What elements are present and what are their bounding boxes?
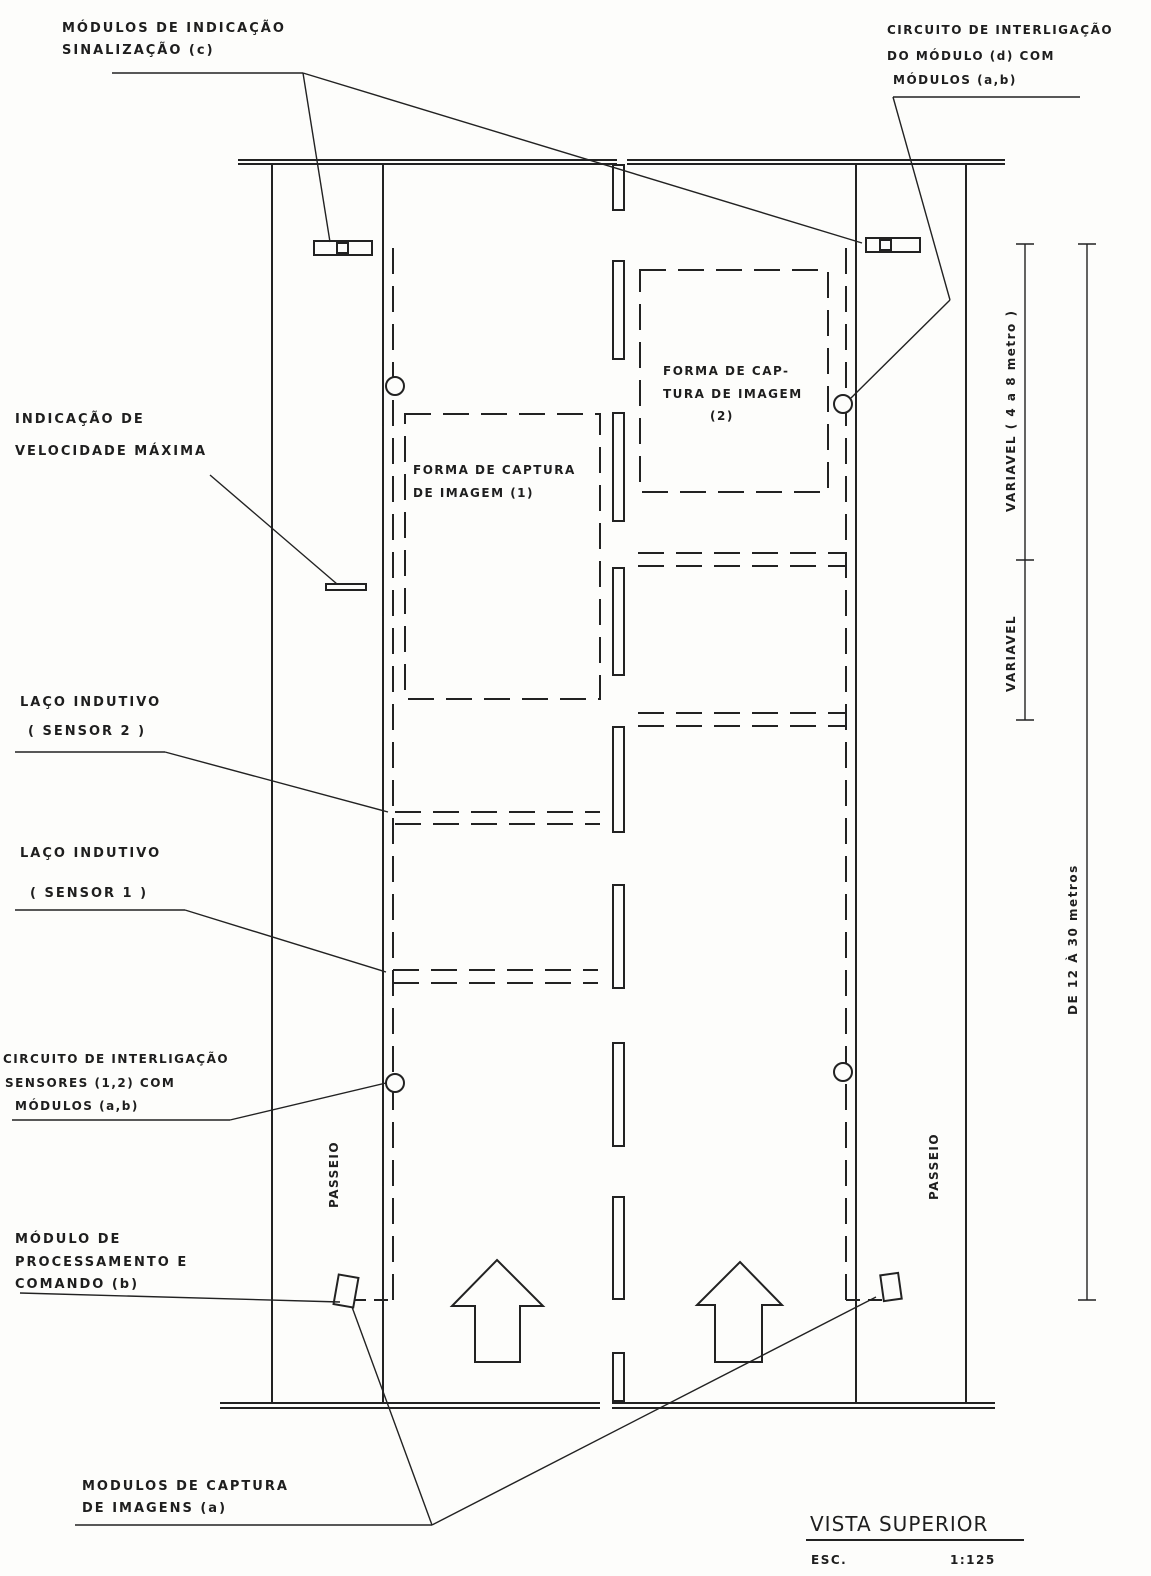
signal-module-icon bbox=[336, 242, 349, 254]
leader-sensor2 bbox=[164, 751, 389, 813]
label-line: DE IMAGENS (a) bbox=[82, 1501, 227, 1516]
label-line: MÓDULOS (a,b) bbox=[893, 72, 1017, 87]
speed-sign bbox=[325, 583, 367, 591]
speed-indicator bbox=[325, 583, 367, 591]
inductive-loops bbox=[393, 552, 845, 984]
label-line: ( SENSOR 2 ) bbox=[28, 724, 146, 739]
label-circuito-modulo-d: CIRCUITO DE INTERLIGAÇÃO DO MÓDULO (d) C… bbox=[887, 22, 1113, 87]
label-line: LAÇO INDUTIVO bbox=[20, 695, 161, 710]
signal-modules bbox=[313, 237, 921, 256]
road-structure bbox=[220, 159, 1005, 1409]
lane-dash bbox=[612, 1196, 625, 1300]
label-line: INDICAÇÃO DE bbox=[15, 411, 145, 427]
label-dimension-variavel-mid: VARIAVEL bbox=[1004, 615, 1018, 692]
label-forma-captura-1: FORMA DE CAPTURA DE IMAGEM (1) bbox=[413, 463, 576, 500]
leader-modulos-indicacao-left bbox=[302, 72, 331, 243]
label-indicacao-velocidade: INDICAÇÃO DE VELOCIDADE MÁXIMA bbox=[15, 411, 207, 459]
label-line: TURA DE IMAGEM bbox=[663, 387, 803, 401]
label-line: (2) bbox=[710, 409, 734, 423]
camera-module-right bbox=[879, 1271, 903, 1303]
lane-dash bbox=[612, 412, 625, 522]
label-line: MÓDULOS DE INDICAÇÃO bbox=[62, 20, 286, 36]
label-modulos-captura: MODULOS DE CAPTURA DE IMAGENS (a) bbox=[82, 1479, 289, 1516]
center-lane-markings bbox=[612, 164, 625, 1402]
label-laco-sensor2: LAÇO INDUTIVO ( SENSOR 2 ) bbox=[20, 695, 161, 739]
leader-captura-right bbox=[431, 1296, 877, 1526]
label-passeio-right: PASSEIO bbox=[927, 1133, 941, 1200]
leader-circuito-d-b bbox=[850, 299, 951, 399]
junction-node bbox=[833, 394, 853, 414]
leader-sensor1 bbox=[184, 909, 387, 973]
label-line: SINALIZAÇÃO (c) bbox=[62, 42, 215, 58]
camera-modules bbox=[332, 1271, 903, 1309]
label-passeio-left: PASSEIO bbox=[327, 1141, 341, 1208]
label-line: MODULOS DE CAPTURA bbox=[82, 1479, 289, 1494]
capture-zone-1 bbox=[404, 413, 601, 700]
label-forma-captura-2: FORMA DE CAP- TURA DE IMAGEM (2) bbox=[663, 364, 803, 423]
title-block: VISTA SUPERIOR ESC. 1:125 bbox=[806, 1512, 1024, 1567]
scale-value: 1:125 bbox=[950, 1553, 996, 1567]
traffic-direction-arrow-icon bbox=[694, 1260, 785, 1363]
label-dimension-total: DE 12 À 30 metros bbox=[1065, 864, 1080, 1015]
label-circuito-sensores: CIRCUITO DE INTERLIGAÇÃO SENSORES (1,2) … bbox=[3, 1051, 229, 1113]
junction-node bbox=[385, 1073, 405, 1093]
junction-node bbox=[385, 376, 405, 396]
junction-node bbox=[833, 1062, 853, 1082]
scale-label: ESC. bbox=[811, 1553, 847, 1567]
leader-processamento bbox=[19, 1292, 341, 1303]
leader-velocidade bbox=[209, 474, 338, 585]
leader-circuito-sensores bbox=[229, 1082, 387, 1121]
camera-module-left bbox=[332, 1273, 360, 1309]
label-line: PROCESSAMENTO E bbox=[15, 1255, 188, 1270]
traffic-direction-arrow-icon bbox=[449, 1258, 546, 1363]
label-line: COMANDO (b) bbox=[15, 1277, 139, 1292]
capture-zone-2 bbox=[639, 269, 829, 493]
lane-dash bbox=[612, 567, 625, 676]
label-line: FORMA DE CAPTURA bbox=[413, 463, 576, 477]
lane-dash bbox=[612, 1352, 625, 1402]
view-title: VISTA SUPERIOR bbox=[810, 1512, 988, 1536]
label-modulo-processamento: MÓDULO DE PROCESSAMENTO E COMANDO (b) bbox=[15, 1231, 188, 1292]
label-line: DO MÓDULO (d) COM bbox=[887, 48, 1055, 63]
label-line: CIRCUITO DE INTERLIGAÇÃO bbox=[3, 1051, 229, 1066]
label-line: DE IMAGEM (1) bbox=[413, 486, 534, 500]
lane-dash bbox=[612, 1042, 625, 1147]
label-line: MÓDULOS (a,b) bbox=[15, 1098, 139, 1113]
lane-dash bbox=[612, 164, 625, 211]
label-line: ( SENSOR 1 ) bbox=[30, 886, 148, 901]
dimension-lines bbox=[1016, 243, 1096, 1301]
lane-dash bbox=[612, 260, 625, 360]
label-line: CIRCUITO DE INTERLIGAÇÃO bbox=[887, 22, 1113, 37]
label-line: SENSORES (1,2) COM bbox=[5, 1076, 175, 1090]
leader-circuito-d-a bbox=[892, 96, 951, 301]
signal-module-icon bbox=[879, 239, 892, 251]
label-line: VELOCIDADE MÁXIMA bbox=[15, 443, 207, 459]
lane-dash bbox=[612, 726, 625, 833]
leader-lines bbox=[12, 72, 1080, 1526]
label-laco-sensor1: LAÇO INDUTIVO ( SENSOR 1 ) bbox=[20, 846, 161, 901]
leader-captura-left bbox=[351, 1306, 433, 1526]
label-line: MÓDULO DE bbox=[15, 1231, 121, 1247]
label-line: LAÇO INDUTIVO bbox=[20, 846, 161, 861]
lane-dash bbox=[612, 884, 625, 989]
label-modulos-indicacao: MÓDULOS DE INDICAÇÃO SINALIZAÇÃO (c) bbox=[62, 20, 286, 58]
interconnection-circuits bbox=[352, 248, 885, 1301]
label-line: FORMA DE CAP- bbox=[663, 364, 790, 378]
leader-modulos-indicacao-right bbox=[302, 72, 863, 244]
label-dimension-variavel-top: VARIAVEL ( 4 a 8 metro ) bbox=[1004, 310, 1018, 512]
signal-module-right bbox=[865, 237, 921, 253]
